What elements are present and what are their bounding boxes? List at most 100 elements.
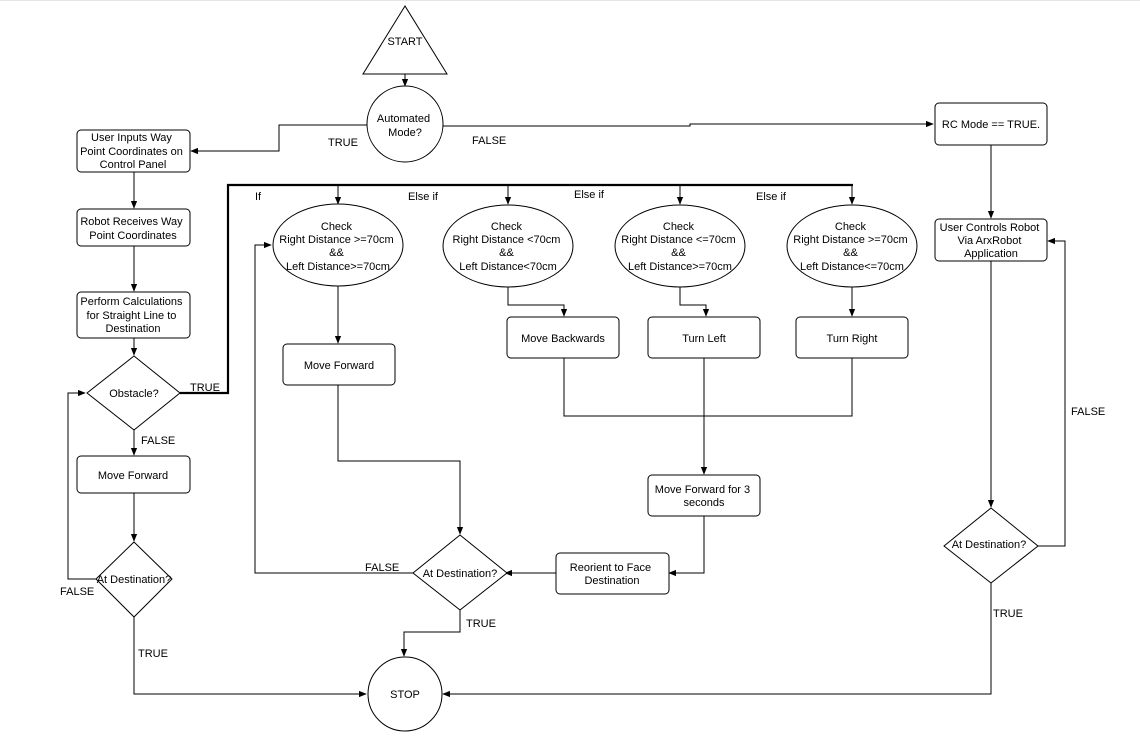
check-2-line-2: Right Distance <70cm <box>453 234 561 246</box>
check-3-line-2: Right Distance <=70cm <box>621 234 735 246</box>
check-4-line-2: Right Distance >=70cm <box>793 234 907 246</box>
move-forward-3-label: Move Forward for 3 seconds <box>655 484 753 509</box>
label-false-automated: FALSE <box>472 135 506 147</box>
edge-dest-left-true <box>133 617 367 698</box>
edge-forward3-reorient <box>668 516 705 577</box>
user-controls-line-3: Application <box>964 248 1018 260</box>
obstacle-node: Obstacle? <box>86 355 181 431</box>
user-inputs-node: User Inputs Way Point Coordinates on Con… <box>76 129 191 173</box>
move-backwards-label: Move Backwards <box>521 333 605 345</box>
label-true-obstacle: TRUE <box>190 382 220 394</box>
check-4-line-1: Check <box>835 221 867 233</box>
user-controls-node: User Controls Robot Via ArxRobot Applica… <box>934 218 1048 262</box>
label-false-obstacle: FALSE <box>141 435 175 447</box>
user-inputs-line-1: User Inputs Way <box>91 132 172 144</box>
label-true-dest-left: TRUE <box>138 648 168 660</box>
edge-dest-left-false <box>67 389 96 580</box>
reorient-label: Reorient to Face Destination <box>570 562 654 587</box>
label-branch-if: If <box>255 191 262 203</box>
start-node: START <box>362 5 448 75</box>
top-border <box>0 0 1140 1</box>
move-forward-left-node: Move Forward <box>76 455 191 494</box>
user-controls-label: User Controls Robot Via ArxRobot Applica… <box>940 222 1043 260</box>
perform-calc-line-3: Destination <box>105 323 160 335</box>
move-forward-left-label: Move Forward <box>98 470 168 482</box>
edge-labels: TRUE FALSE TRUE FALSE FALSE TRUE FALSE T… <box>60 135 1105 660</box>
check-node-1: Check Right Distance >=70cm && Left Dist… <box>272 203 404 287</box>
check-4-line-4: Left Distance<=70cm <box>800 261 904 273</box>
turn-right-label: Turn Right <box>827 333 878 345</box>
at-destination-left-label: At Destination? <box>97 574 172 586</box>
stop-node: STOP <box>367 656 443 732</box>
user-controls-line-2: Via ArxRobot <box>957 235 1021 247</box>
turn-right-node: Turn Right <box>795 316 909 359</box>
reorient-line-1: Reorient to Face <box>570 562 651 574</box>
edge-dest-right-true <box>442 583 992 698</box>
robot-receives-label: Robot Receives Way Point Coordinates <box>80 216 185 242</box>
check-3-label: Check Right Distance <=70cm && Left Dist… <box>621 221 738 273</box>
check-2-line-1: Check <box>491 221 523 233</box>
check-1-line-3: && <box>329 247 344 259</box>
edge-dest-mid-true <box>400 610 461 657</box>
label-true-automated: TRUE <box>328 137 358 149</box>
user-inputs-line-2: Point Coordinates on <box>80 146 183 158</box>
perform-calc-node: Perform Calculations for Straight Line t… <box>76 291 191 339</box>
at-destination-mid-node: At Destination? <box>412 534 508 611</box>
at-destination-mid-label: At Destination? <box>423 568 498 580</box>
edge-dest-mid-false <box>254 241 413 574</box>
check-3-line-1: Check <box>663 221 695 233</box>
label-false-dest-left: FALSE <box>60 586 94 598</box>
reorient-node: Reorient to Face Destination <box>555 552 670 595</box>
stop-label: STOP <box>390 689 420 701</box>
automated-mode-line-2: Mode? <box>388 127 422 139</box>
perform-calc-label: Perform Calculations for Straight Line t… <box>80 296 185 335</box>
move-forward-3-line-2: seconds <box>684 497 725 509</box>
edge-dest-right-false <box>1038 237 1066 547</box>
turn-left-node: Turn Left <box>647 316 761 359</box>
automated-mode-label: Automated Mode? <box>377 113 433 139</box>
edge-forward-dest <box>337 385 464 535</box>
move-forward-3-node: Move Forward for 3 seconds <box>647 474 761 517</box>
check-node-3: Check Right Distance <=70cm && Left Dist… <box>614 204 746 288</box>
label-branch-else-if-3: Else if <box>756 191 787 203</box>
robot-receives-line-1: Robot Receives Way <box>80 216 183 228</box>
check-1-label: Check Right Distance >=70cm && Left Dist… <box>279 221 396 273</box>
turn-left-label: Turn Left <box>682 333 726 345</box>
move-forward-mid-label: Move Forward <box>304 360 374 372</box>
edge-obstacle-true <box>180 183 853 395</box>
robot-receives-line-2: Point Coordinates <box>89 230 177 242</box>
edge-automated-true <box>190 124 367 155</box>
user-inputs-line-3: Control Panel <box>100 159 167 171</box>
user-controls-line-1: User Controls Robot <box>940 222 1040 234</box>
label-true-dest-right: TRUE <box>993 608 1023 620</box>
edges <box>67 74 1066 698</box>
at-destination-right-node: At Destination? <box>943 507 1039 584</box>
check-2-label: Check Right Distance <70cm && Left Dista… <box>453 221 564 273</box>
check-1-line-4: Left Distance>=70cm <box>286 261 390 273</box>
check-node-4: Check Right Distance >=70cm && Left Dist… <box>786 204 918 288</box>
check-3-line-3: && <box>671 247 686 259</box>
label-false-dest-mid: FALSE <box>365 562 399 574</box>
at-destination-right-label: At Destination? <box>952 539 1027 551</box>
rc-mode-node: RC Mode == TRUE. <box>934 102 1048 146</box>
at-destination-left-node: At Destination? <box>95 541 173 618</box>
label-false-dest-right: FALSE <box>1071 406 1105 418</box>
check-1-line-2: Right Distance >=70cm <box>279 234 393 246</box>
check-2-line-3: && <box>499 247 514 259</box>
perform-calc-line-2: for Straight Line to <box>87 310 177 322</box>
edge-automated-false <box>443 120 934 128</box>
check-node-2: Check Right Distance <70cm && Left Dista… <box>442 204 574 288</box>
move-forward-3-line-1: Move Forward for 3 <box>655 484 750 496</box>
rc-mode-label: RC Mode == TRUE. <box>942 119 1040 131</box>
edge-check3-left <box>679 287 710 317</box>
move-backwards-node: Move Backwards <box>506 316 620 359</box>
automated-mode-line-1: Automated <box>377 113 430 125</box>
user-inputs-label: User Inputs Way Point Coordinates on Con… <box>80 132 186 171</box>
perform-calc-line-1: Perform Calculations <box>80 296 183 308</box>
check-4-label: Check Right Distance >=70cm && Left Dist… <box>793 221 910 273</box>
move-forward-mid-node: Move Forward <box>282 343 396 386</box>
label-branch-else-if-2: Else if <box>574 189 605 201</box>
label-branch-else-if-1: Else if <box>408 191 439 203</box>
edge-check2-back <box>507 287 568 317</box>
